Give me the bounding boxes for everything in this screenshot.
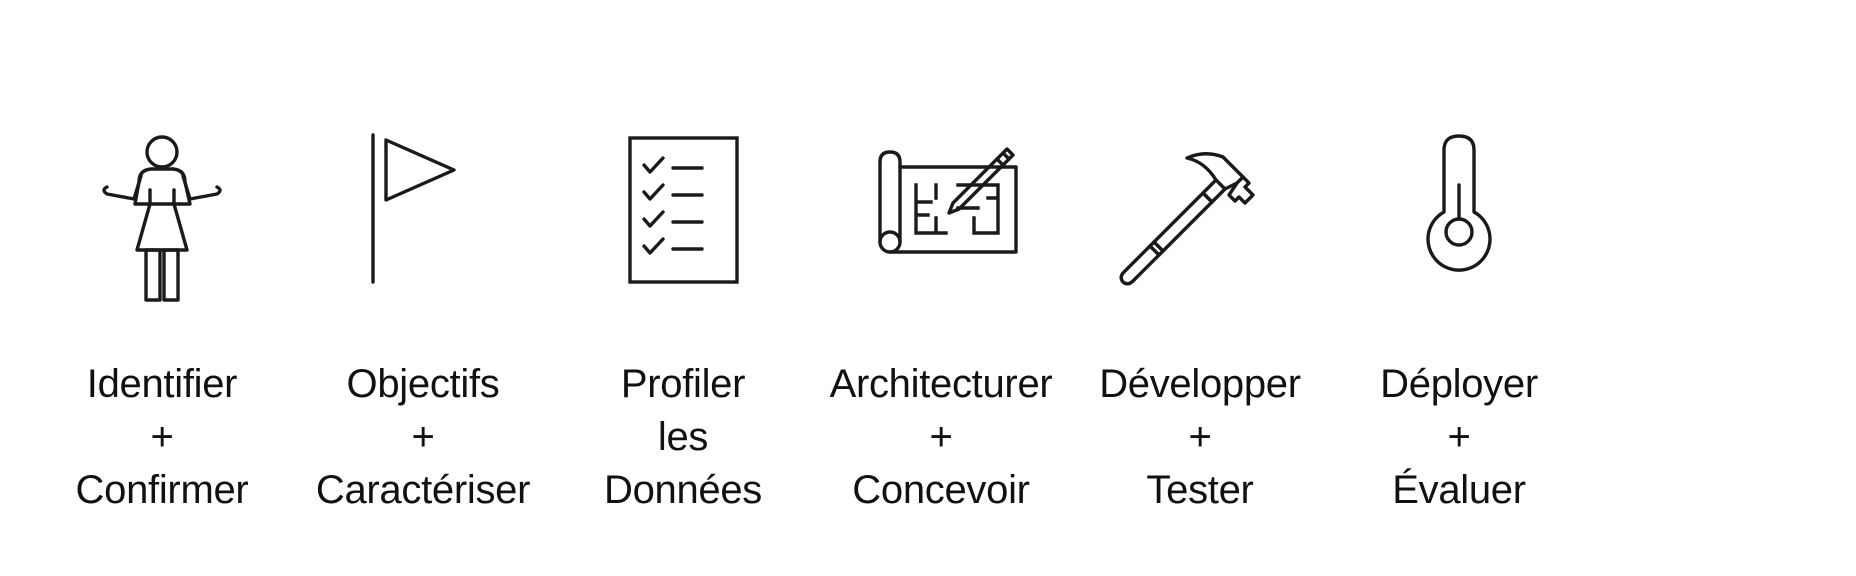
step-identifier: Identifier + Confirmer — [22, 0, 302, 576]
step-developper: Développer + Tester — [1060, 0, 1340, 576]
step-architecturer: Architecturer + Concevoir — [801, 0, 1081, 576]
caption-line-1: Profiler — [620, 362, 746, 406]
caption-line-2: + — [1447, 415, 1471, 459]
step-profiler: Profiler les Données — [543, 0, 823, 576]
step-caption: Profiler les Données — [543, 358, 823, 517]
step-objectifs: Objectifs + Caractériser — [283, 0, 563, 576]
thermometer-icon — [1364, 130, 1554, 320]
caption-line-1: Développer — [1099, 362, 1301, 406]
step-caption: Objectifs + Caractériser — [283, 358, 563, 517]
caption-line-2: + — [929, 415, 953, 459]
step-caption: Développer + Tester — [1060, 358, 1340, 517]
caption-line-1: Objectifs — [346, 362, 500, 406]
caption-line-3: Évaluer — [1392, 468, 1526, 512]
step-caption: Déployer + Évaluer — [1319, 358, 1599, 517]
caption-line-3: Données — [603, 468, 763, 512]
caption-line-3: Confirmer — [75, 468, 249, 512]
flag-icon — [328, 130, 518, 320]
caption-line-2: + — [1188, 415, 1212, 459]
step-caption: Identifier + Confirmer — [22, 358, 302, 517]
checklist-icon — [588, 130, 778, 320]
hammer-icon — [1105, 130, 1295, 320]
caption-line-1: Identifier — [86, 362, 238, 406]
caption-line-2: + — [150, 415, 174, 459]
caption-line-3: Tester — [1146, 468, 1254, 512]
caption-line-2: + — [411, 415, 435, 459]
caption-line-1: Déployer — [1380, 362, 1538, 406]
step-caption: Architecturer + Concevoir — [801, 358, 1081, 517]
caption-line-2: les — [657, 415, 709, 459]
caption-line-1: Architecturer — [829, 362, 1053, 406]
person-icon — [67, 130, 257, 320]
caption-line-3: Concevoir — [852, 468, 1030, 512]
blueprint-icon — [846, 130, 1036, 320]
caption-line-3: Caractériser — [315, 468, 531, 512]
step-deployer: Déployer + Évaluer — [1319, 0, 1599, 576]
